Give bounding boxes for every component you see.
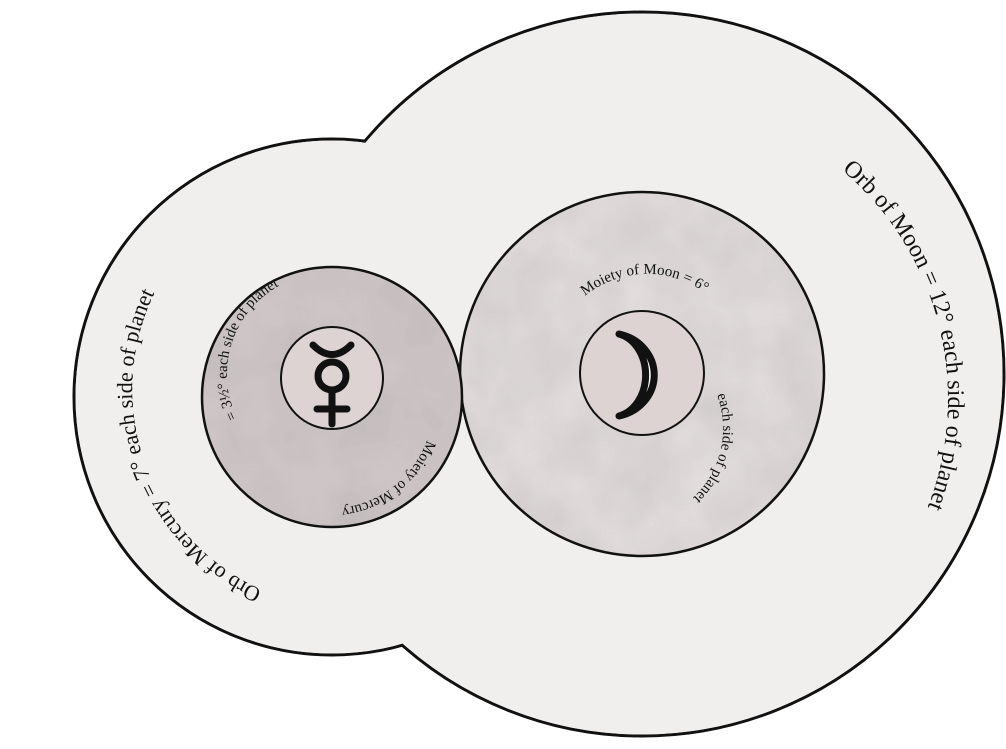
moiety-of-mercury-circle <box>200 265 464 529</box>
moon-crescent-icon <box>615 330 658 420</box>
mercury-disc <box>280 326 384 430</box>
moon-disc <box>579 310 705 436</box>
mercury-symbol-icon <box>309 341 355 428</box>
